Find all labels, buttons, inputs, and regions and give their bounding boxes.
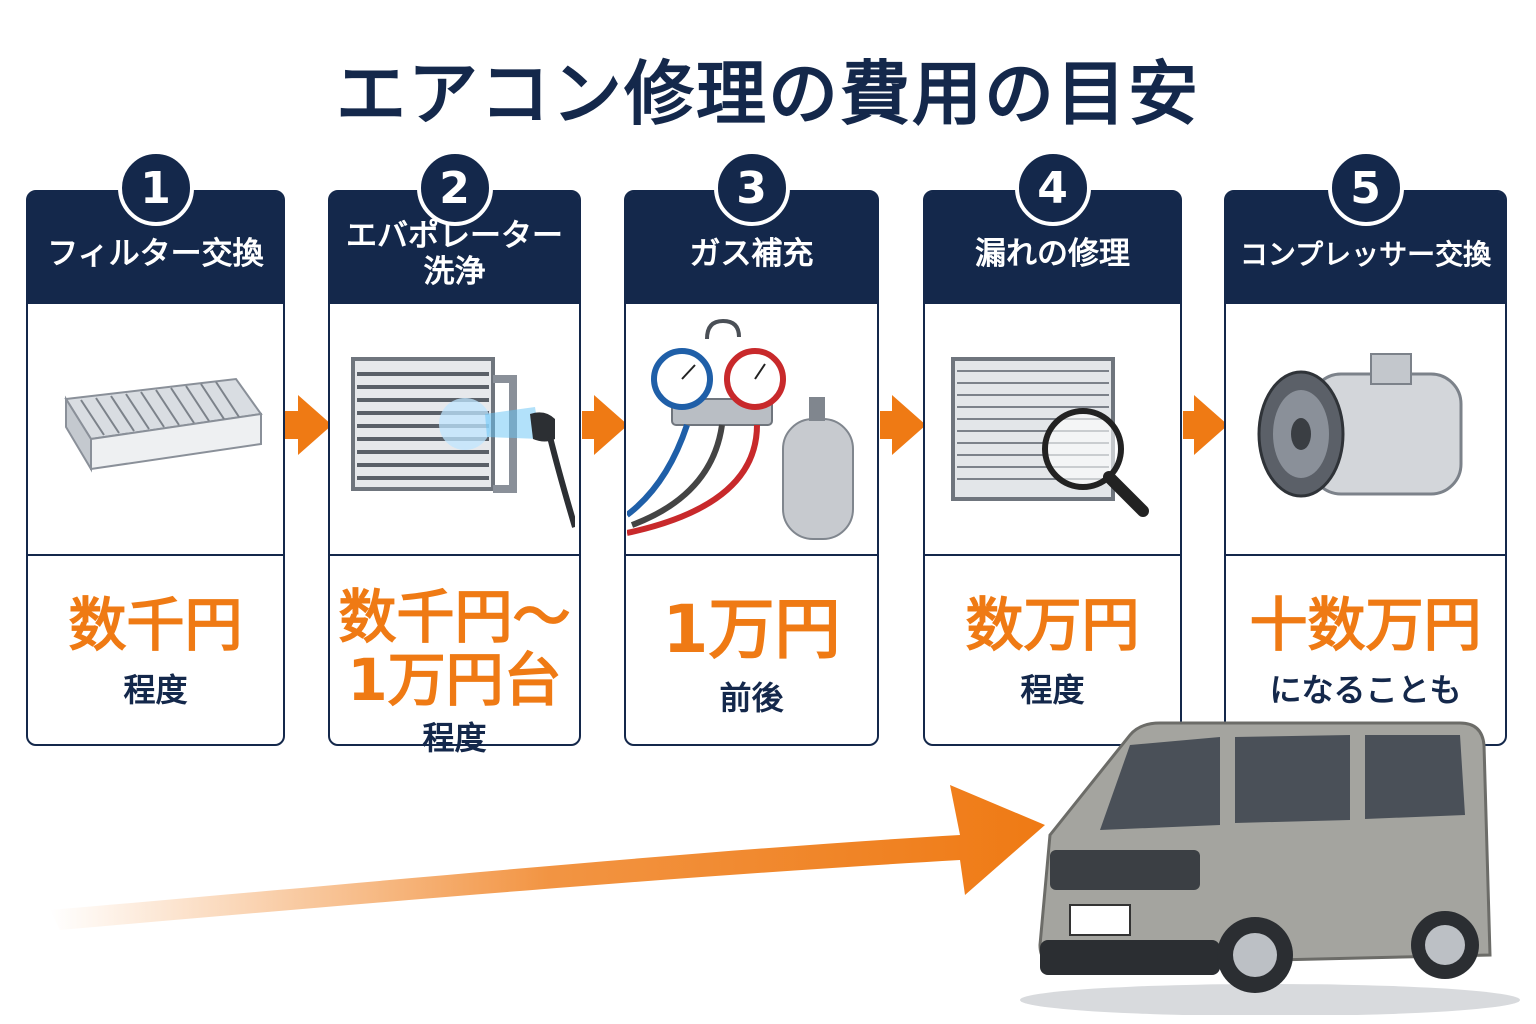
condenser-magnifier-icon bbox=[925, 304, 1180, 556]
step-card-1: 1 フィルター交換 数千円 程度 bbox=[26, 150, 285, 746]
step-number-badge: 3 bbox=[713, 150, 790, 226]
gauge-manifold-icon bbox=[626, 304, 877, 556]
ac-compressor-icon bbox=[1226, 304, 1505, 556]
evaporator-spray-icon bbox=[330, 304, 579, 556]
price-qualifier: 前後 bbox=[719, 679, 784, 718]
step-arrow-tail bbox=[285, 411, 301, 439]
price-qualifier: 程度 bbox=[1020, 670, 1085, 709]
price-range: 数万円 bbox=[965, 591, 1140, 659]
step-arrow-icon bbox=[594, 395, 628, 455]
price-qualifier: になることも bbox=[1269, 670, 1462, 709]
price-range: 数千円～ 1万円台 bbox=[338, 583, 571, 714]
price-qualifier: 程度 bbox=[123, 670, 188, 709]
rising-arrow-icon bbox=[50, 785, 1045, 930]
step-number-badge: 5 bbox=[1327, 150, 1404, 226]
cabin-filter-icon bbox=[28, 304, 283, 556]
step-arrow-icon bbox=[892, 395, 926, 455]
price-range: 1万円 bbox=[662, 591, 841, 668]
kei-car-icon bbox=[1020, 721, 1520, 1015]
step-number-badge: 2 bbox=[416, 150, 493, 226]
step-card-5: 5 コンプレッサー交換 十数万円 になることも bbox=[1224, 150, 1507, 746]
price-range: 数千円 bbox=[68, 591, 243, 659]
step-arrow-icon bbox=[1194, 395, 1228, 455]
step-card-3: 3 ガス補充 1万円 前後 bbox=[624, 150, 879, 746]
price-qualifier: 程度 bbox=[422, 719, 487, 758]
page-title: エアコン修理の費用の目安 bbox=[336, 53, 1200, 135]
step-arrow-icon bbox=[298, 395, 332, 455]
step-number-badge: 1 bbox=[117, 150, 194, 226]
step-card-2: 2 エバポレーター 洗浄 数千円～ 1万円台 程度 bbox=[328, 150, 581, 757]
step-number-badge: 4 bbox=[1014, 150, 1091, 226]
step-card-4: 4 漏れの修理 数万円 程度 bbox=[923, 150, 1182, 746]
price-range: 十数万円 bbox=[1249, 591, 1482, 659]
